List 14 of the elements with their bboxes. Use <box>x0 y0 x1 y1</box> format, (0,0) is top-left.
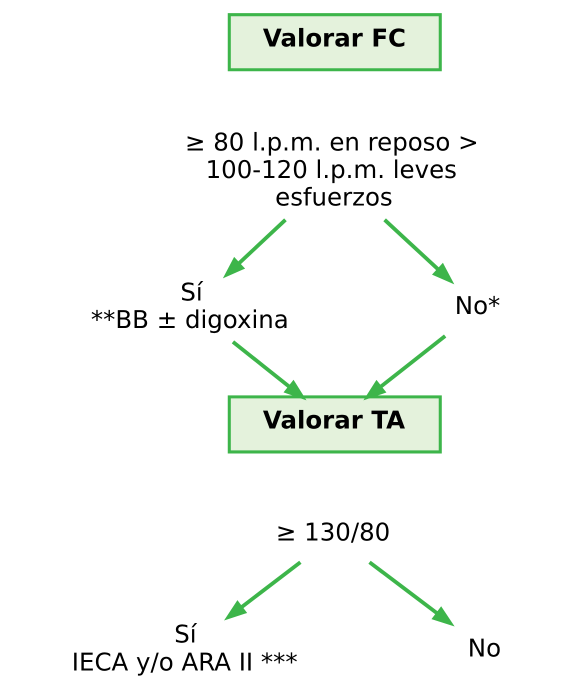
arrow <box>362 334 446 400</box>
node-text: Sí IECA y/o ARA II *** <box>71 620 298 676</box>
arrow <box>368 560 454 627</box>
node-text: No* <box>454 291 500 320</box>
arrow <box>224 560 302 620</box>
arrow <box>222 218 286 278</box>
node-text: ≥ 130/80 <box>275 517 390 546</box>
node-box: Valorar TA <box>227 395 442 454</box>
node-text: ≥ 80 l.p.m. en reposo > 100-120 l.p.m. leves esfuerzos <box>184 127 478 212</box>
node-text: Sí **BB ± digoxina <box>90 277 288 334</box>
node-box: Valorar FC <box>227 13 442 72</box>
node-text: No <box>467 633 501 662</box>
arrow <box>231 340 306 400</box>
arrow <box>382 218 454 284</box>
